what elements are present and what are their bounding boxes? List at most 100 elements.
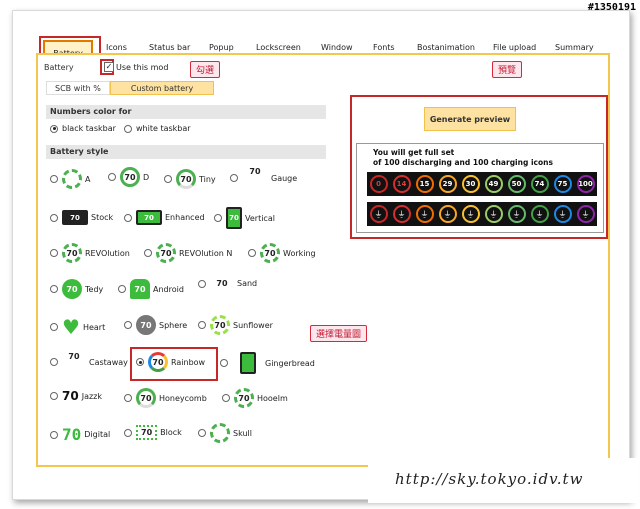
- preview-text-line-1: You will get full set: [373, 148, 455, 157]
- subtab-bar: SCB with % Custom battery: [46, 81, 215, 95]
- generate-preview-button[interactable]: Generate preview: [424, 107, 516, 131]
- tab-summary[interactable]: Summary: [555, 43, 594, 52]
- radio-icon: [164, 175, 172, 183]
- tab-file-upload[interactable]: File upload: [493, 43, 537, 52]
- radio-icon: [50, 358, 58, 366]
- battery-revolution-n-icon: 70: [156, 243, 176, 263]
- preview-area: You will get full set of 100 discharging…: [356, 143, 604, 233]
- white-taskbar-label: white taskbar: [136, 124, 191, 133]
- torn-edge-overlay: [368, 458, 638, 503]
- radio-icon: [198, 429, 206, 437]
- style-label: REVOlution: [85, 248, 130, 258]
- style-label: Skull: [233, 428, 252, 438]
- tab-status-bar[interactable]: Status bar: [149, 43, 191, 52]
- style-gingerbread[interactable]: Gingerbread: [220, 352, 315, 374]
- style-label: Rainbow: [171, 357, 206, 367]
- tab-popup[interactable]: Popup: [209, 43, 234, 52]
- style-label: Digital: [84, 430, 111, 439]
- black-taskbar-label: black taskbar: [62, 124, 116, 133]
- battery-settings-panel: Battery ✓ Use this mod 勾選 SCB with % Cus…: [36, 53, 610, 467]
- style-label: Stock: [91, 213, 114, 222]
- style-label: Gauge: [271, 173, 298, 183]
- radio-icon: [50, 249, 58, 257]
- battery-gingerbread-icon: [240, 352, 256, 374]
- tab-bostanimation[interactable]: Bostanimation: [417, 43, 475, 52]
- subtab-scb-percent[interactable]: SCB with %: [46, 81, 110, 95]
- preview-level-circle: 14: [392, 175, 411, 193]
- subtab-custom-battery[interactable]: Custom battery: [109, 81, 215, 95]
- preview-text-line-2: of 100 discharging and 100 charging icon…: [373, 158, 553, 167]
- style-label: Heart: [82, 322, 106, 332]
- preview-title: You will get full set of 100 discharging…: [373, 148, 553, 168]
- battery-stock-icon: 70: [62, 210, 88, 225]
- battery-castaway-icon: 70: [68, 352, 80, 361]
- checkmark-icon: ✓: [104, 62, 114, 72]
- battery-honeycomb-icon: 70: [136, 388, 156, 408]
- tab-fonts[interactable]: Fonts: [373, 43, 395, 52]
- tab-icons[interactable]: Icons: [106, 43, 127, 52]
- battery-tiny-icon: 70: [176, 169, 196, 189]
- use-this-mod-checkbox[interactable]: ✓ Use this mod: [104, 62, 168, 72]
- preview-level-circle: 50: [507, 175, 526, 193]
- radio-icon: [50, 213, 58, 222]
- battery-enhanced-icon: 70: [136, 210, 162, 225]
- style-heart[interactable]: ♥Heart: [50, 315, 105, 339]
- black-taskbar-option[interactable]: black taskbar: [50, 124, 116, 133]
- numbers-color-header: Numbers color for: [46, 105, 326, 119]
- radio-icon: [118, 285, 126, 293]
- style-label: Enhanced: [165, 213, 205, 222]
- callout-rainbow: 選擇電量圖: [310, 325, 368, 342]
- radio-checked-icon: [136, 358, 144, 366]
- style-skull[interactable]: Skull: [198, 423, 252, 443]
- style-label: Sunflower: [233, 320, 273, 330]
- battery-rainbow-icon: 70: [148, 352, 168, 372]
- battery-vertical-icon: 70: [226, 207, 242, 229]
- radio-icon: [230, 174, 238, 182]
- battery-label: Battery: [44, 63, 74, 72]
- white-taskbar-option[interactable]: white taskbar: [124, 124, 191, 133]
- radio-icon: [124, 394, 132, 402]
- style-label: Android: [153, 284, 184, 294]
- charging-plug-icon: ⏚: [438, 205, 457, 223]
- style-label: Block: [160, 428, 182, 437]
- style-label: Working: [283, 248, 316, 258]
- battery-a-icon: [62, 169, 82, 189]
- battery-hooelm-icon: 70: [234, 388, 254, 408]
- style-label: Gingerbread: [265, 358, 315, 368]
- radio-icon: [124, 213, 132, 222]
- radio-icon: [220, 359, 228, 367]
- charging-plug-icon: ⏚: [507, 205, 526, 223]
- radio-icon: [222, 394, 230, 402]
- battery-block-icon: 70: [136, 425, 158, 440]
- style-label: Tedy: [85, 284, 104, 294]
- style-a[interactable]: A: [50, 169, 90, 189]
- tab-lockscreen[interactable]: Lockscreen: [256, 43, 301, 52]
- battery-style-header: Battery style: [46, 145, 326, 159]
- radio-icon: [50, 430, 58, 439]
- radio-icon: [198, 279, 206, 288]
- tab-window[interactable]: Window: [321, 43, 353, 52]
- charging-icon-strip: ⏚⏚⏚⏚⏚⏚⏚⏚⏚⏚: [367, 202, 597, 226]
